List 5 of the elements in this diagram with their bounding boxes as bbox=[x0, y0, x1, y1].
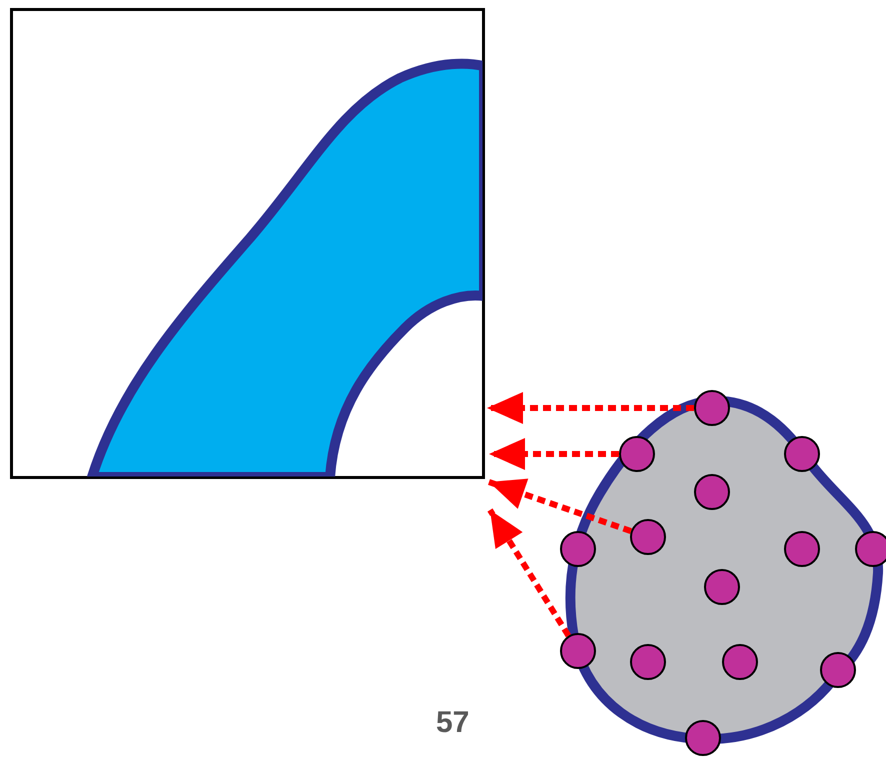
arrow bbox=[489, 438, 619, 470]
page-number: 57 bbox=[436, 705, 470, 741]
arrow bbox=[487, 392, 694, 424]
arrow bbox=[487, 508, 572, 638]
arrow bbox=[488, 478, 632, 534]
